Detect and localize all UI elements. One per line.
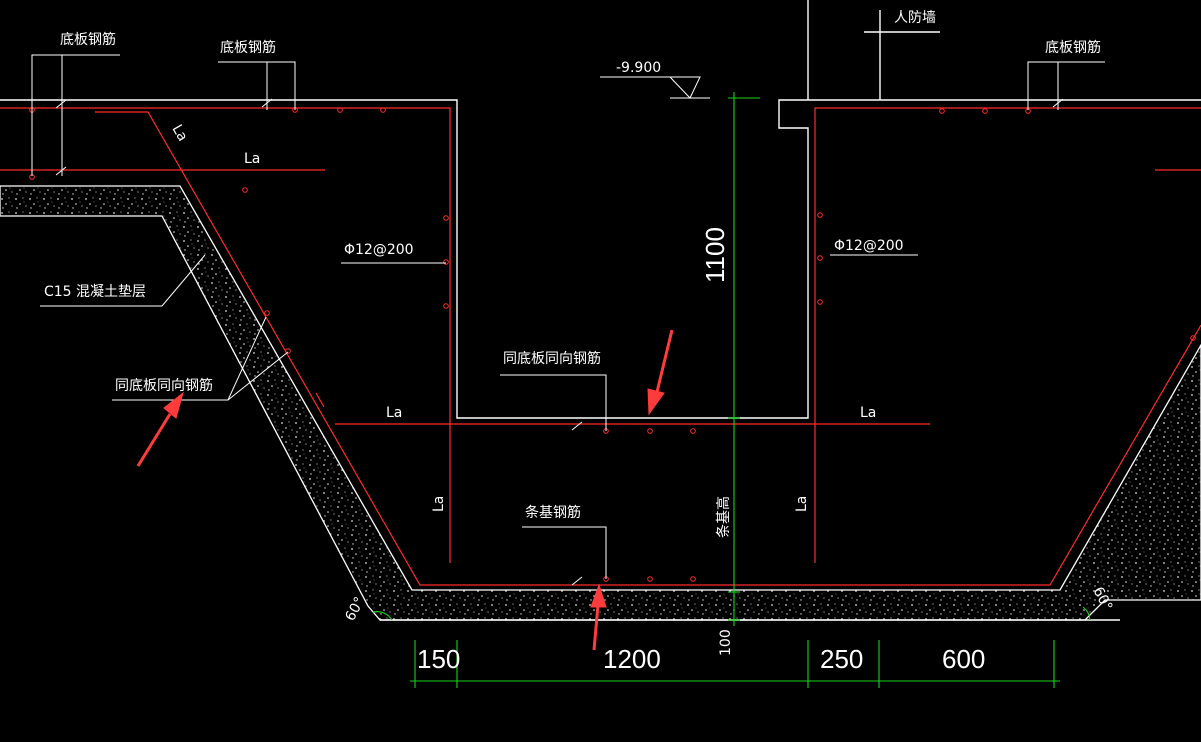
arrow-head-center bbox=[647, 388, 665, 416]
label-strip-foundation-rebar: 条基钢筋 bbox=[525, 504, 581, 521]
label-la-top: La bbox=[244, 151, 260, 167]
label-bottom-slab-rebar-1: 底板钢筋 bbox=[60, 31, 116, 48]
arrow-shaft-bottom bbox=[592, 604, 600, 651]
label-same-direction-center: 同底板同向钢筋 bbox=[503, 350, 601, 367]
label-la-vertical-left: La bbox=[431, 496, 447, 512]
arrow-shaft-left bbox=[136, 413, 172, 467]
arrow-head-bottom bbox=[590, 583, 607, 608]
dim-250: 250 bbox=[820, 644, 863, 674]
rebar-lines bbox=[0, 107, 1201, 586]
rebar-points bbox=[29, 107, 1196, 582]
label-la-center-right: La bbox=[860, 405, 876, 421]
arrow-head-left bbox=[163, 391, 184, 419]
leader-lines bbox=[31, 54, 1105, 586]
dimension-lines bbox=[372, 92, 1091, 688]
label-la-sloped: La bbox=[169, 122, 191, 144]
annotation-arrows bbox=[136, 329, 674, 651]
label-la-vertical-right: La bbox=[794, 496, 810, 512]
arrow-shaft-center bbox=[655, 329, 674, 393]
label-civil-defense-wall: 人防墙 bbox=[894, 10, 936, 26]
label-same-direction-left: 同底板同向钢筋 bbox=[115, 377, 213, 394]
dim-150: 150 bbox=[417, 644, 460, 674]
label-la-center-left: La bbox=[386, 405, 402, 421]
label-bottom-slab-rebar-3: 底板钢筋 bbox=[1045, 39, 1101, 56]
structure-outline bbox=[0, 0, 1201, 621]
dim-strip-height: 条基高 bbox=[715, 496, 732, 538]
label-spacing-left: Φ12@200 bbox=[344, 242, 414, 258]
concrete-cushion bbox=[0, 185, 1201, 621]
dim-1100: 1100 bbox=[700, 227, 730, 283]
dim-100: 100 bbox=[718, 629, 734, 656]
dim-1200: 1200 bbox=[603, 644, 661, 674]
dim-600: 600 bbox=[942, 644, 985, 674]
label-elevation: -9.900 bbox=[616, 60, 661, 76]
label-bottom-slab-rebar-2: 底板钢筋 bbox=[220, 39, 276, 56]
label-spacing-right: Φ12@200 bbox=[834, 238, 904, 254]
label-cushion: C15 混凝土垫层 bbox=[44, 284, 146, 300]
